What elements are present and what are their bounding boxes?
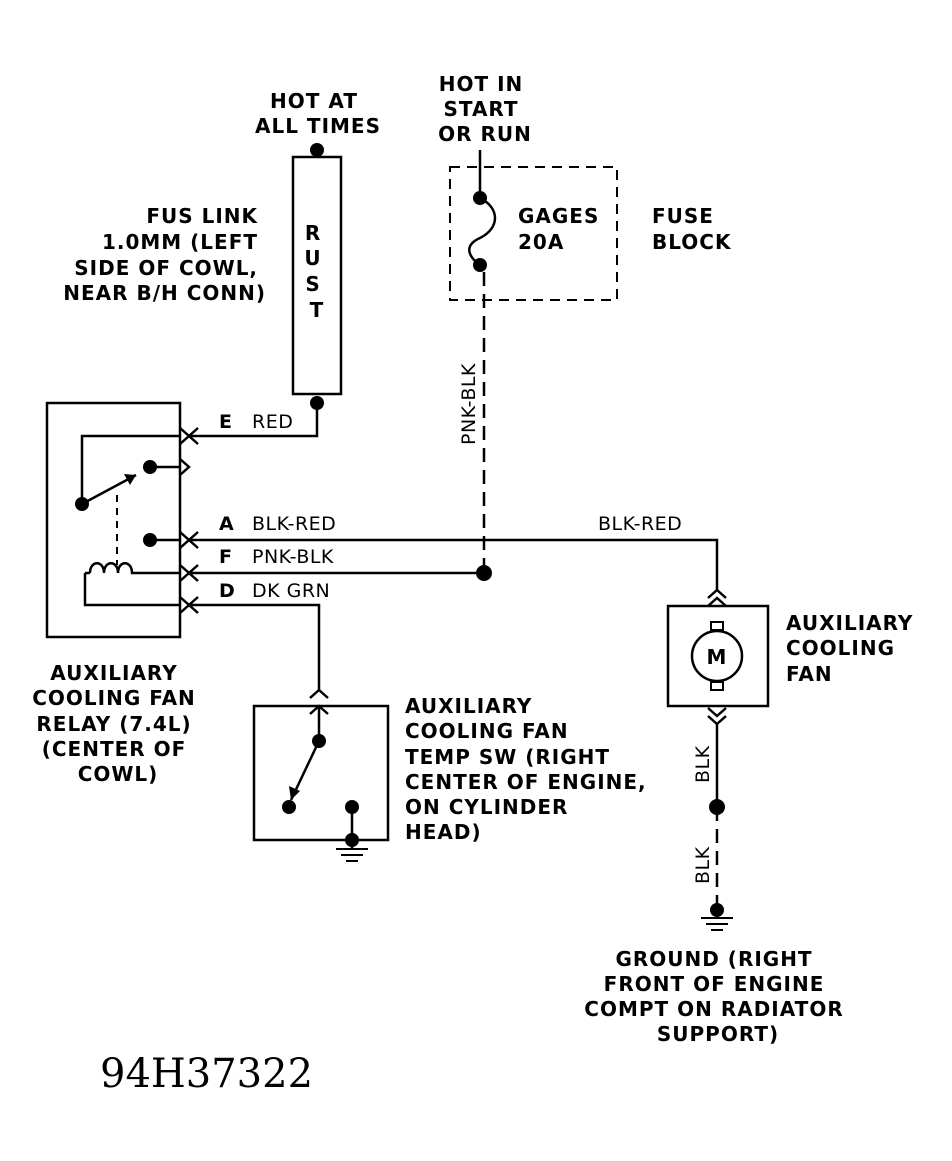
relay-contact-nc [143,533,157,547]
fus-link-line-4: NEAR B/H CONN) [63,281,266,305]
fuse-block-line-1: FUSE [652,204,714,228]
wire-blk-red-label-1: BLK-RED [252,513,336,535]
rust-letter-r: R [305,221,321,245]
temp-switch-box [252,704,390,842]
hot-in-start-line-2: START [443,97,518,121]
pin-f-label: F [219,546,232,568]
hot-at-all-times-line-1: HOT AT [270,89,358,113]
wire-blk-label-2: BLK [692,846,714,884]
fan-label: AUXILIARY COOLING FAN [786,611,921,686]
relay-line-1: AUXILIARY [50,661,177,685]
ground-line-4: SUPPORT) [657,1022,779,1046]
rust-label: R U S T [304,221,329,322]
fan-motor-box [666,604,770,708]
relay-box [45,401,182,639]
fan-line-2: COOLING [786,636,895,660]
rust-letter-u: U [304,246,321,270]
fus-link-label: FUS LINK 1.0MM (LEFT SIDE OF COWL, NEAR … [63,204,266,305]
wire-a [189,538,719,590]
wire-blk-label-1: BLK [692,745,714,783]
temp-switch-line-5: ON CYLINDER [405,795,568,819]
temp-switch-label: AUXILIARY COOLING FAN TEMP SW (RIGHT CEN… [405,694,655,844]
relay-line-2: COOLING FAN [32,686,196,710]
fuse-block-label: FUSE BLOCK [652,204,732,254]
temp-switch-line-1: AUXILIARY [405,694,532,718]
relay-coil [88,562,142,575]
fus-link-line-1: FUS LINK [146,204,258,228]
wire-red-label: RED [252,411,293,433]
motor-icon [690,629,744,683]
relay-line-3: RELAY (7.4L) [36,712,191,736]
temp-switch-arrow [289,786,300,800]
ground-label: GROUND (RIGHT FRONT OF ENGINE COMPT ON R… [584,947,851,1046]
temp-switch-pivot [282,800,296,814]
rust-letter-t: T [310,298,325,322]
temp-switch-line-2: COOLING FAN [405,719,569,743]
gages-line-2: 20A [518,230,564,254]
pin-a-label: A [219,513,234,535]
ground-icon [701,917,733,931]
ground-terminal [710,903,724,917]
pnk-blk-vertical-label: PNK-BLK [458,363,480,445]
relay-contact-no [143,460,157,474]
diagram-code: 94H37322 [100,1051,313,1097]
ground-line-1: GROUND (RIGHT [615,947,812,971]
fuse-bottom-terminal [473,258,487,272]
hot-in-start-line-3: OR RUN [438,122,532,146]
fuse-element [468,196,497,267]
relay-switch-pivot [75,497,89,511]
hot-at-all-times-line-2: ALL TIMES [255,114,381,138]
fan-line-3: FAN [786,662,833,686]
relay-label: AUXILIARY COOLING FAN RELAY (7.4L) (CENT… [32,661,204,786]
ground-line-3: COMPT ON RADIATOR [584,997,843,1021]
temp-switch-line-3: TEMP SW (RIGHT [405,745,610,769]
gages-label: GAGES 20A [518,204,607,254]
wire-dk-grn-label: DK GRN [252,580,330,602]
hot-in-start-label: HOT IN START OR RUN [438,72,532,146]
temp-switch-line-4: CENTER OF ENGINE, [405,770,647,794]
relay-connectors [179,427,199,614]
gages-line-1: GAGES [518,204,599,228]
fuse-link-top-terminal [310,143,324,157]
hot-at-all-times-label: HOT AT ALL TIMES [255,89,381,138]
wire-pnk-blk-label: PNK-BLK [252,546,334,568]
motor-brush-top [710,621,724,631]
fuse-block-line-2: BLOCK [652,230,732,254]
fus-link-line-3: SIDE OF COWL, [74,256,258,280]
hot-in-start-line-1: HOT IN [439,72,524,96]
temp-switch-line-6: HEAD) [405,820,482,844]
relay-internal-wiring [80,434,180,607]
pin-d-label: D [219,580,235,602]
wire-blk-red-label-2: BLK-RED [598,513,682,535]
fus-link-line-2: 1.0MM (LEFT [102,230,258,254]
fuse-block-box [449,166,618,301]
motor-brush-bottom [710,681,724,691]
temp-switch-ground-icon [336,848,368,862]
splice-pnk-blk [476,565,492,581]
fan-line-1: AUXILIARY [786,611,913,635]
wire-e [189,403,319,438]
relay-line-5: COWL) [78,762,159,786]
relay-line-4: (CENTER OF [42,737,187,761]
ground-line-2: FRONT OF ENGINE [604,972,825,996]
pin-e-label: E [219,411,232,433]
wire-d [189,603,321,690]
motor-label: M [707,645,728,669]
rust-letter-s: S [305,272,320,296]
relay-switch-arrow [124,474,136,485]
